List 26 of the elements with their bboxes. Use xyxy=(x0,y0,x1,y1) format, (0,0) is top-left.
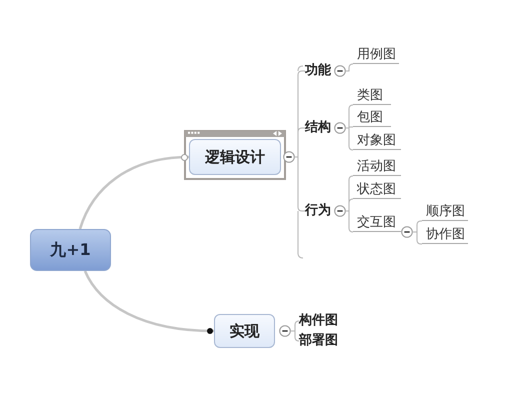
topic-box: 实现 xyxy=(214,314,275,348)
topic-label: 包图 xyxy=(353,110,391,127)
topic-label: 构件图 xyxy=(299,313,341,329)
topic-label: 顺序图 xyxy=(422,204,468,221)
connector-line xyxy=(294,156,306,212)
connector-line xyxy=(346,64,354,72)
topic-label: 功能 xyxy=(305,63,333,79)
root-topic-box: 九+1 xyxy=(30,229,111,271)
topic-box: 逻辑设计 xyxy=(189,139,281,175)
topic-label: 交互图 xyxy=(353,215,401,232)
connector-line xyxy=(78,156,190,230)
topic-label: 类图 xyxy=(353,88,391,105)
topic-label: 用例图 xyxy=(353,47,399,64)
connector-line xyxy=(294,128,306,158)
topic-label: 对象图 xyxy=(353,133,401,150)
topic-label: 活动图 xyxy=(353,159,401,176)
topic-label: 状态图 xyxy=(353,182,401,199)
connector-line xyxy=(346,128,354,150)
topic-label: 结构 xyxy=(305,120,333,136)
connector-line xyxy=(84,270,214,332)
connector-line xyxy=(346,198,354,212)
topic-label: 协作图 xyxy=(422,227,468,244)
connector-line xyxy=(346,210,354,232)
connector-line xyxy=(346,104,354,128)
topic-label: 行为 xyxy=(305,203,333,219)
topic-label: 部署图 xyxy=(299,333,341,349)
